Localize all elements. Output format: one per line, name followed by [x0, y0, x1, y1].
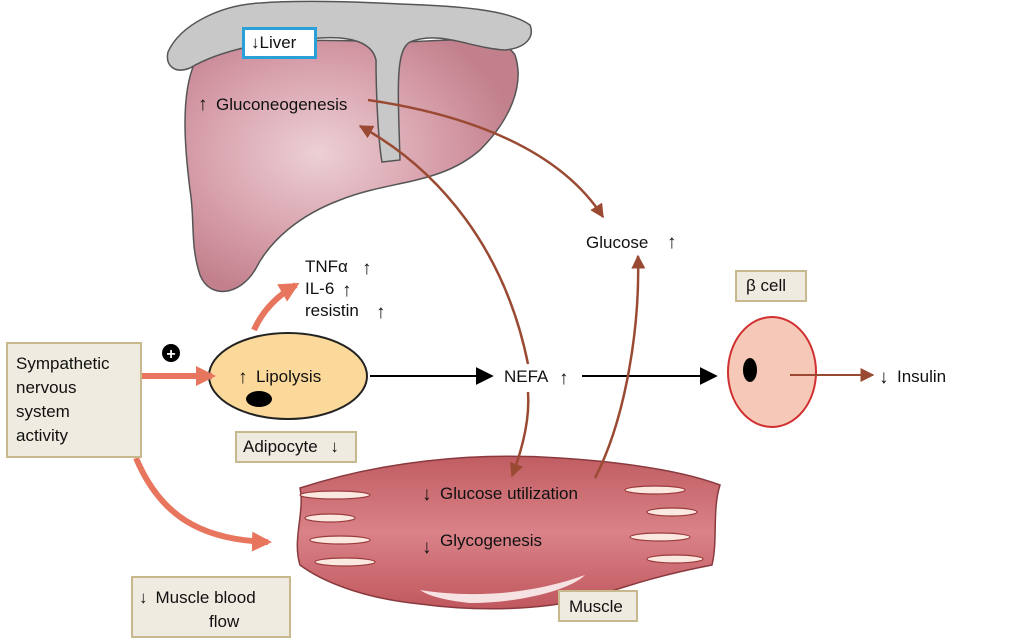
resistin-up-arrow: ↑	[376, 302, 386, 323]
tnfa-up-arrow: ↑	[362, 258, 372, 279]
sympathetic-to-muscle-arrow	[133, 456, 272, 552]
adipocyte-nucleus	[246, 391, 272, 407]
muscle-label: Muscle	[569, 597, 623, 616]
muscle-blood-flow-label-1: Muscle blood	[155, 588, 256, 607]
insulin-down-arrow: ↓	[879, 367, 889, 388]
nefa-label: NEFA	[504, 367, 549, 386]
muscle-blood-flow-down-arrow: ↓	[139, 588, 148, 607]
gluconeogenesis-to-glucose-arrow	[367, 98, 605, 219]
beta-cell-membrane	[727, 316, 817, 428]
muscle-fiber	[646, 554, 704, 564]
muscle-fiber	[309, 535, 371, 545]
il6-up-arrow: ↑	[342, 280, 352, 301]
muscle-fiber	[314, 557, 376, 567]
lipolysis-label: Lipolysis	[256, 367, 321, 386]
gluconeogenesis-label: Gluconeogenesis	[216, 95, 347, 114]
gluconeogenesis-up-arrow: ↑	[198, 94, 208, 115]
glucose-utilization-down-arrow: ↓	[422, 484, 432, 505]
beta-cell-nucleus	[743, 358, 757, 382]
il6-label: IL-6	[305, 279, 334, 298]
muscle-blood-flow-line-1: ↓ Muscle blood	[139, 586, 289, 610]
beta-cell-label: β cell	[746, 276, 787, 295]
sympathetic-line-1: Sympathetic	[16, 354, 110, 373]
glycogenesis-label: Glycogenesis	[440, 531, 542, 550]
muscle-fiber	[624, 485, 686, 495]
liver-shape	[184, 39, 519, 292]
adipocyte-down-arrow: ↓	[330, 437, 339, 456]
liver-label: Liver	[259, 33, 297, 52]
nefa-up-arrow: ↑	[559, 368, 569, 389]
sympathetic-line-4: activity	[16, 426, 68, 445]
lipolysis-up-arrow: ↑	[238, 367, 248, 388]
muscle-label-box: Muscle	[558, 590, 638, 622]
sympathetic-label-box: Sympathetic nervous system activity	[6, 342, 142, 458]
plus-sign: +	[166, 346, 175, 363]
stimulation-badge	[162, 344, 180, 362]
muscle-fiber	[646, 507, 698, 517]
adipocyte-label: Adipocyte	[243, 437, 318, 456]
liver-down-arrow: ↓	[251, 33, 260, 52]
liver-illustration	[166, 0, 532, 292]
sympathetic-line-3: system	[16, 402, 70, 421]
glucose-utilization-label: Glucose utilization	[440, 484, 578, 503]
adipocyte-to-cytokines-arrow	[251, 282, 300, 332]
resistin-label: resistin	[305, 301, 359, 320]
glucose-label: Glucose	[586, 233, 648, 252]
muscle-shape	[296, 455, 721, 610]
muscle-illustration	[296, 455, 721, 610]
muscle-fiber	[299, 490, 371, 500]
beta-cell	[727, 316, 817, 428]
sympathetic-line-2: nervous	[16, 378, 77, 397]
muscle-fiber	[629, 532, 691, 542]
glucose-up-arrow: ↑	[667, 232, 677, 253]
nefa-to-glucose-utilization-arrow	[509, 391, 530, 478]
muscle-blood-flow-label-2: flow	[209, 612, 240, 631]
tnfa-label: TNFα	[305, 257, 348, 276]
liver-label-box: ↓Liver	[242, 27, 317, 59]
beta-cell-label-box: β cell	[735, 270, 807, 302]
insulin-label: Insulin	[897, 367, 946, 386]
muscle-to-glucose-arrow	[593, 254, 646, 479]
muscle-fiber	[304, 513, 356, 523]
adipocyte-label-box: Adipocyte ↓	[235, 431, 357, 463]
muscle-blood-flow-label-box: ↓ Muscle blood flow	[131, 576, 291, 638]
muscle-highlight	[420, 575, 585, 603]
glycogenesis-down-arrow: ↓	[422, 537, 432, 558]
nefa-to-gluconeogenesis-arrow	[358, 124, 530, 365]
